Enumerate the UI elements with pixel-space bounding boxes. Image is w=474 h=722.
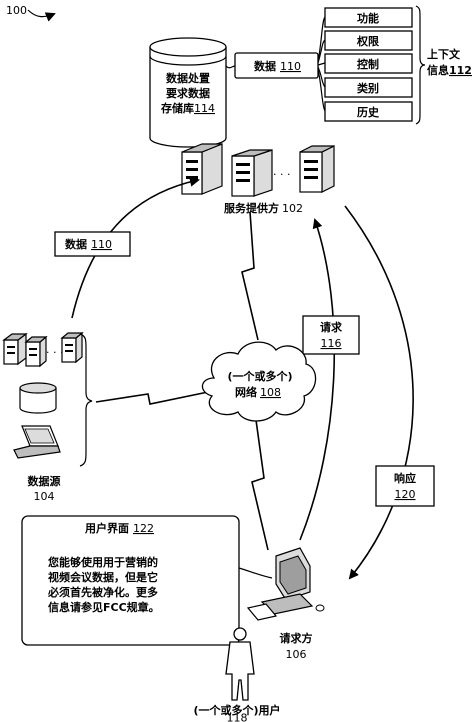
server-icon — [24, 335, 48, 368]
data-arrow — [71, 176, 200, 319]
response-arrow-label: 响应 — [394, 471, 416, 485]
response-arrow — [344, 205, 414, 580]
figure-ref: 100 — [6, 4, 27, 17]
server-icon — [2, 332, 28, 366]
repository-cylinder — [149, 37, 227, 148]
computer-icon — [246, 547, 325, 621]
data-source-server-icons: · · · — [2, 331, 84, 368]
data-arrow-box — [54, 231, 131, 257]
requester-label: 请求方 — [280, 631, 313, 645]
request-arrow-num: 116 — [321, 337, 342, 350]
context-item-label: 权限 — [356, 34, 379, 48]
user-interface-message-line: 视频会议数据，但是它 — [48, 570, 158, 584]
request-arrow-label: 请求 — [320, 320, 343, 334]
user-interface-pointer — [238, 567, 273, 579]
database-icon — [19, 382, 57, 414]
context-item-box — [324, 101, 413, 122]
requester-num: 106 — [286, 648, 307, 661]
user-interface-box — [21, 515, 240, 646]
server-icons: · · · — [181, 143, 335, 197]
response-arrow-box — [375, 465, 435, 507]
server-icon — [60, 331, 84, 364]
person-icon — [225, 627, 255, 701]
network-link-top — [241, 211, 259, 341]
context-item-label: 功能 — [357, 11, 379, 25]
context-item-boxes: 功能 权限 控制 类别 历史 — [324, 7, 413, 122]
repository-connector — [225, 65, 236, 69]
data-box — [234, 52, 319, 79]
context-info-line1: 上下文 — [427, 47, 461, 61]
network-link-left — [95, 391, 209, 405]
figure-ref-arrow — [27, 9, 56, 22]
network-line1: (一个或多个) — [227, 369, 292, 383]
repository-line1: 数据处置 — [166, 71, 210, 85]
repository-line3: 存储库114 — [161, 101, 215, 115]
request-arrow-box — [302, 315, 360, 355]
user-num: 118 — [227, 712, 248, 722]
context-brace — [415, 5, 426, 125]
data-source-num: 104 — [34, 490, 55, 503]
data-source-label: 数据源 — [28, 474, 61, 488]
user-label: (一个或多个)用户 — [193, 703, 280, 717]
server-icon — [299, 145, 335, 193]
context-item-box — [324, 77, 413, 98]
server-icon — [181, 143, 223, 195]
server-icon — [231, 149, 273, 197]
network-link-bottom — [251, 419, 269, 551]
user-interface-message-line: 必须首先被净化。更多 — [47, 585, 158, 599]
laptop-icon — [13, 425, 61, 459]
context-item-label: 历史 — [357, 105, 380, 119]
context-info-line2: 信息112 — [427, 63, 472, 77]
user-interface-message-line: 您能够使用用于营销的 — [48, 555, 158, 569]
network-cloud — [201, 341, 317, 422]
repository-line2: 要求数据 — [166, 86, 210, 100]
data-source-ellipsis: · · · — [46, 346, 63, 359]
context-fan-lines — [317, 16, 326, 112]
context-item-label: 控制 — [357, 57, 379, 71]
data-source-brace — [79, 333, 93, 467]
servers-ellipsis: · · · — [273, 168, 290, 181]
user-interface-message-line: 信息请参见FCC规章。 — [48, 600, 160, 614]
context-item-label: 类别 — [357, 81, 379, 95]
response-arrow-num: 120 — [395, 488, 416, 501]
request-arrow — [299, 218, 336, 541]
